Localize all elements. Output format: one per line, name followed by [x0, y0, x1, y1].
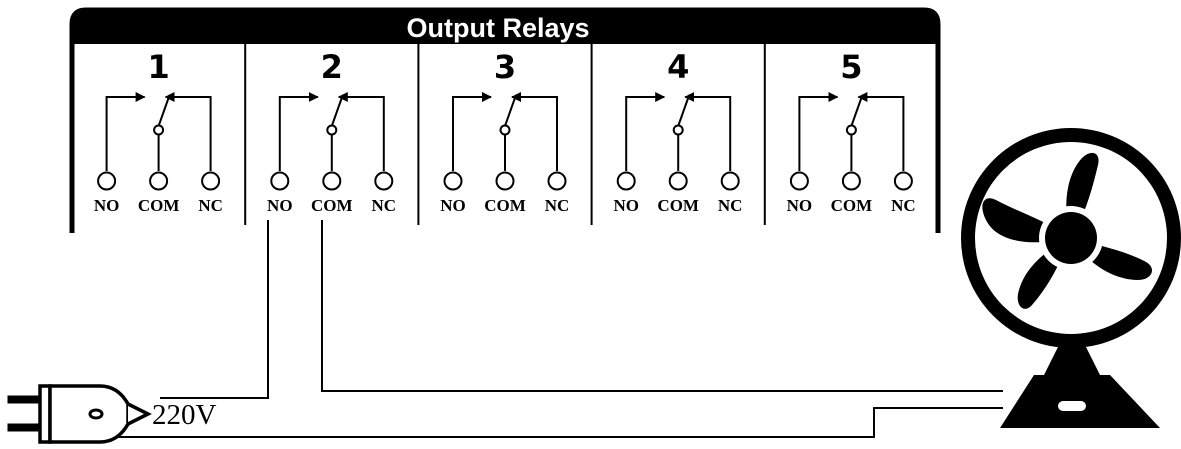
relay-module-4: 4NO COM NC — [590, 44, 743, 225]
nc-terminal — [893, 171, 913, 191]
wire-com-to-fan — [321, 220, 1003, 392]
plug-icon — [7, 384, 152, 444]
relay-number: 2 — [321, 48, 343, 86]
com-terminal — [322, 171, 342, 191]
nc-label: NC — [718, 196, 743, 215]
com-terminal — [841, 171, 861, 191]
no-contact-line — [105, 92, 146, 171]
relay-number: 3 — [494, 48, 516, 86]
switch-arm — [677, 94, 691, 127]
nc-label: NC — [891, 196, 916, 215]
com-terminal — [668, 171, 688, 191]
com-label: COM — [311, 196, 353, 215]
nc-terminal — [201, 171, 221, 191]
relay-number: 4 — [667, 48, 689, 86]
nc-contact-line — [684, 92, 732, 171]
fan-icon — [961, 128, 1181, 428]
switch-pivot — [326, 124, 338, 136]
com-terminal — [495, 171, 515, 191]
no-label: NO — [94, 196, 120, 215]
switch-pivot — [153, 124, 165, 136]
com-label: COM — [831, 196, 873, 215]
switch-pivot — [499, 124, 511, 136]
nc-contact-line — [857, 92, 905, 171]
switch-pivot — [672, 124, 684, 136]
relay-module-5: 5NO COM NC — [763, 44, 916, 225]
voltage-label: 220V — [152, 399, 217, 431]
switch-arm — [504, 94, 517, 127]
relay-number: 5 — [840, 48, 862, 86]
nc-terminal — [720, 171, 740, 191]
nc-terminal — [547, 171, 567, 191]
nc-label: NC — [545, 196, 570, 215]
no-contact-line — [278, 92, 319, 171]
no-terminal — [443, 171, 463, 191]
no-contact-line — [452, 92, 492, 171]
nc-contact-line — [337, 92, 385, 171]
switch-arm — [850, 94, 864, 127]
no-contact-line — [625, 92, 666, 171]
nc-label: NC — [198, 196, 223, 215]
com-label: COM — [657, 196, 699, 215]
no-terminal — [97, 171, 117, 191]
nc-contact-line — [511, 92, 558, 171]
no-label: NO — [613, 196, 639, 215]
no-label: NO — [267, 196, 293, 215]
wire-no-to-plug — [160, 220, 269, 399]
relay-module-1: 1NO COM NC — [94, 48, 223, 215]
nc-contact-line — [164, 92, 212, 171]
panel-title: Output Relays — [406, 13, 589, 43]
no-label: NO — [787, 196, 813, 215]
no-label: NO — [440, 196, 466, 215]
switch-pivot — [845, 124, 857, 136]
wiring — [110, 220, 1003, 438]
relay-module-2: 2NO COM NC — [244, 44, 397, 225]
relay-number: 1 — [147, 48, 169, 86]
nc-terminal — [374, 171, 394, 191]
com-label: COM — [484, 196, 526, 215]
no-terminal — [789, 171, 809, 191]
switch-arm — [330, 94, 344, 127]
com-label: COM — [138, 196, 180, 215]
relay-module-3: 3NO COM NC — [417, 44, 570, 225]
no-terminal — [270, 171, 290, 191]
wire-plug-to-fan — [110, 407, 1003, 438]
switch-arm — [157, 94, 171, 127]
com-terminal — [149, 171, 169, 191]
no-terminal — [616, 171, 636, 191]
no-contact-line — [798, 92, 839, 171]
relay-modules: 1NO COM NC 2NO COM NC 3NO COM NC 4NO COM NC 5NO COM NC — [94, 44, 916, 225]
nc-label: NC — [372, 196, 397, 215]
